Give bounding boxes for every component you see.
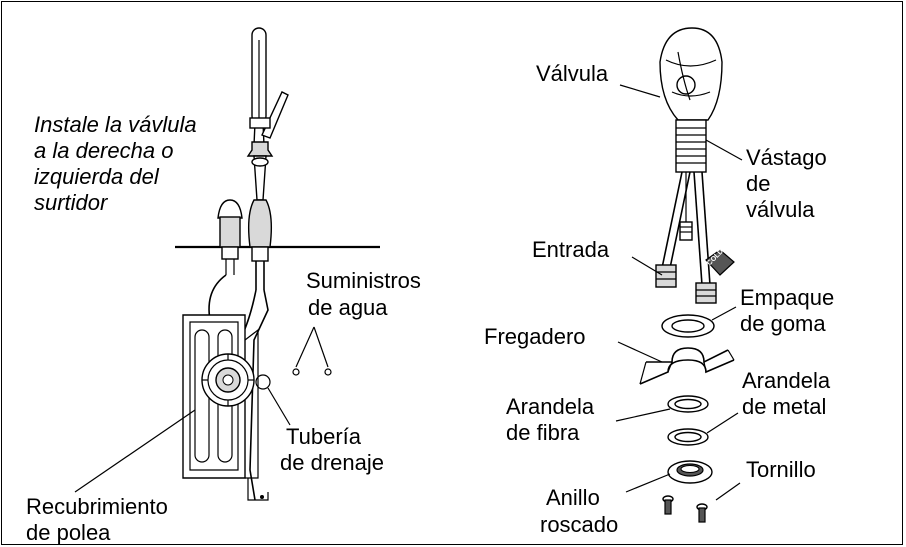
valve-head <box>659 27 723 121</box>
fiber-washer-part <box>667 395 709 413</box>
pulley-wheel <box>201 353 255 407</box>
leader-line <box>705 139 743 161</box>
valve-stem-line: válvula <box>746 197 815 222</box>
leader-line <box>711 306 737 321</box>
metal-washer-label: Arandela de metal <box>742 368 830 420</box>
leader-line <box>267 387 291 426</box>
valve-label: Válvula <box>536 61 609 86</box>
rubber-gasket-line: de goma <box>740 311 826 336</box>
sink-section <box>639 347 735 385</box>
drain-pipe-circle <box>255 374 271 390</box>
valve-stem-part <box>675 119 707 173</box>
sink-label: Fregadero <box>484 324 586 349</box>
threaded-ring-line: roscado <box>540 512 619 537</box>
water-supplies-line: de agua <box>308 295 388 320</box>
leader-line <box>295 326 315 368</box>
fiber-washer-line: de fibra <box>506 420 580 445</box>
water-supplies-label: Suministros de agua <box>306 267 421 321</box>
rubber-gasket-line: Empaque <box>740 285 835 310</box>
leader-line <box>74 409 196 493</box>
install-note-line: Instale la vávlula <box>34 112 197 137</box>
leader-line <box>617 341 663 363</box>
install-note-line: a la derecha o <box>34 138 174 163</box>
water-supply-circle <box>292 368 300 376</box>
pulley-cover-line: de polea <box>26 520 111 545</box>
leader-line <box>625 473 671 493</box>
exploded-valve <box>615 27 743 523</box>
valve-stem-label: Vástago de válvula <box>746 145 827 223</box>
metal-washer-line: Arandela <box>742 368 831 393</box>
metal-washer-line: de metal <box>742 394 827 419</box>
leader-line <box>313 326 329 368</box>
fiber-washer-line: Arandela <box>506 394 595 419</box>
threaded-ring-label: Anillo roscado <box>540 484 618 538</box>
rubber-gasket-part <box>661 314 715 338</box>
pulley-cover <box>182 314 269 501</box>
leader-line <box>619 84 661 98</box>
valve-stem-line: de <box>746 171 771 196</box>
inlet-label: Entrada <box>532 237 610 262</box>
install-note-line: surtidor <box>34 190 108 215</box>
water-supply-circle <box>324 368 332 376</box>
leader-line <box>631 256 663 276</box>
faucet-assembly <box>74 27 380 501</box>
valve-on-counter <box>217 199 243 275</box>
drain-pipe-label: Tubería de drenaje <box>280 424 384 476</box>
faucet-spout <box>246 27 289 248</box>
leader-line <box>715 482 741 501</box>
fiber-washer-label: Arandela de fibra <box>506 394 594 446</box>
screw-label: Tornillo <box>746 457 816 482</box>
drain-pipe-line: de drenaje <box>280 450 384 475</box>
pulley-cover-label: Recubrimiento de polea <box>26 494 168 546</box>
install-note-label: Instale la vávlula a la derecha o izquie… <box>34 112 197 216</box>
screw-part <box>662 495 708 523</box>
rubber-gasket-label: Empaque de goma <box>740 285 834 337</box>
drain-pipe-line: Tubería <box>286 424 362 449</box>
valve-stem-line: Vástago <box>746 145 827 170</box>
leader-line <box>706 412 739 434</box>
leader-line <box>615 408 671 422</box>
pulley-cover-line: Recubrimiento <box>26 494 168 519</box>
water-supplies-line: Suministros <box>306 268 421 293</box>
supply-tubes <box>655 171 735 304</box>
metal-washer-part <box>667 428 709 446</box>
threaded-ring-part <box>667 460 713 484</box>
install-note-line: izquierda del <box>34 164 159 189</box>
threaded-ring-line: Anillo <box>546 485 600 510</box>
